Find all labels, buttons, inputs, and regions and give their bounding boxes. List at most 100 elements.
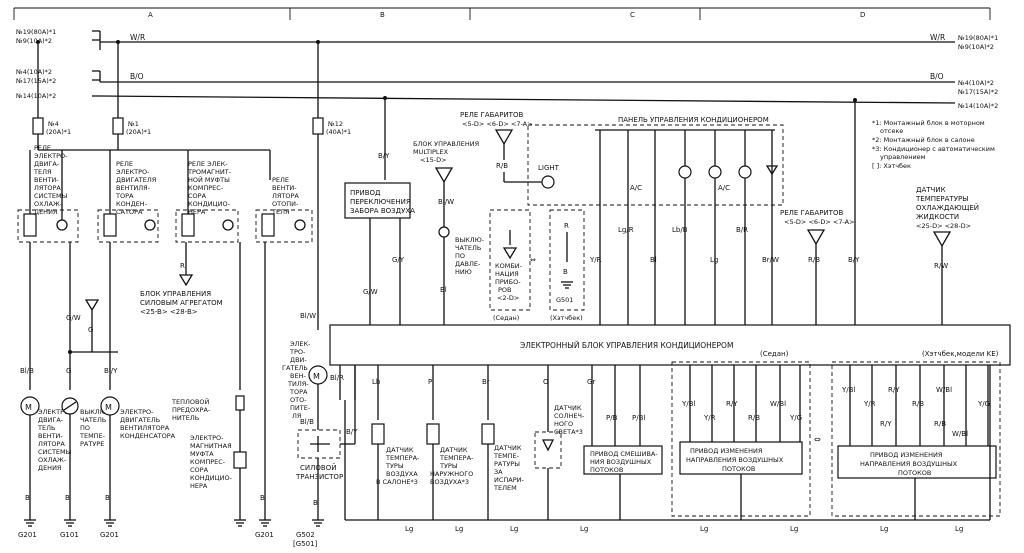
wire-label: P/B bbox=[606, 414, 618, 422]
wire-label: W/Bl bbox=[952, 430, 968, 438]
component-label: ГАТЕЛЬ bbox=[282, 364, 308, 372]
heater-fan-motor: Bl/W M ЭЛЕК- ТРО- ДВИ- ГАТЕЛЬ ВЕН- ТИЛЯ-… bbox=[282, 312, 328, 430]
wire-label: Bl/W bbox=[438, 198, 454, 206]
wire-label: R/B bbox=[748, 414, 760, 422]
wire-label: Lg/R bbox=[618, 226, 634, 234]
wire-label: R/B bbox=[496, 162, 508, 170]
fuse-label: №14(10A)*2 bbox=[15, 92, 56, 100]
component-label: ЖИДКОСТИ bbox=[916, 213, 959, 221]
motor-icon: M bbox=[313, 372, 320, 381]
fuse-label: №19(80A)*1 bbox=[15, 28, 56, 36]
fuse-label: №4 bbox=[47, 120, 59, 128]
ground-label: [G501] bbox=[293, 540, 318, 548]
component-label: КОМПРЕС- bbox=[188, 184, 224, 192]
component-label: ТЕМПЕ- bbox=[79, 432, 106, 440]
component-label: ПРЕДОХРА- bbox=[172, 406, 211, 414]
wire-label: Bl bbox=[440, 286, 447, 294]
component-label: <25-B> <28-B> bbox=[140, 308, 198, 316]
component-label: ЗАБОРА ВОЗДУХА bbox=[350, 207, 415, 215]
fuse-label: №12 bbox=[327, 120, 343, 128]
fuse-label: (20A)*1 bbox=[46, 128, 71, 136]
variant-label: (Седан) bbox=[760, 350, 789, 358]
component-label: ТОРА bbox=[115, 192, 134, 200]
condenser-fan-motor: M ЭЛЕКТРО- ДВИГАТЕЛЬ ВЕНТИЛЯТОРА КОНДЕНС… bbox=[100, 396, 176, 440]
multiplex-unit: БЛОК УПРАВЛЕНИЯ MULTIPLEX <15-D> Bl/W Bl… bbox=[413, 140, 485, 325]
wire-label: B/Y bbox=[346, 428, 358, 436]
component-label: ТРОМАГНИТ- bbox=[187, 168, 232, 176]
ground-icon bbox=[312, 519, 324, 527]
fuse-label: (20A)*1 bbox=[126, 128, 151, 136]
fuse-label: №4(10A)*2 bbox=[957, 79, 994, 87]
wire-label: R bbox=[564, 222, 569, 230]
component-label: РЕЛЕ bbox=[34, 144, 51, 152]
component-label: ДАТЧИК bbox=[440, 446, 468, 454]
wire-label: Br/W bbox=[762, 256, 779, 264]
component-label: ОТО- bbox=[290, 396, 307, 404]
wire-label: Bl/B bbox=[300, 418, 314, 426]
component-label: ТЕМПЕРА- bbox=[385, 454, 420, 462]
component-label: ЛЯ bbox=[292, 412, 301, 420]
fuse-40a: №12 (40A)*1 bbox=[312, 117, 351, 136]
zone-label-c: C bbox=[630, 11, 635, 19]
fuse-label: №17(15A)*2 bbox=[15, 77, 56, 85]
mode-actuator-sedan: (Седан) Y/Bl Y/R R/Y R/B W/Bl Y/G ПРИВОД… bbox=[671, 350, 811, 520]
component-label: ТЕЛЕМ bbox=[493, 484, 517, 492]
component-label: <2-D> bbox=[497, 294, 519, 302]
component-label: КОНДИЦИО- bbox=[190, 474, 233, 482]
component-label: СВЕТА*3 bbox=[554, 428, 583, 436]
wire-label: G/W bbox=[66, 314, 81, 322]
wire-label: Lg bbox=[580, 525, 588, 533]
component-label: НАПРАВЛЕНИЯ ВОЗДУШНЫХ bbox=[686, 456, 784, 464]
ground-icon bbox=[234, 519, 246, 527]
ecu-title: ЭЛЕКТРОННЫЙ БЛОК УПРАВЛЕНИЯ КОНДИЦИОНЕРО… bbox=[520, 341, 733, 350]
component-label: ТЕЛЯ bbox=[33, 168, 51, 176]
fuse-label: №9(10A)*2 bbox=[15, 37, 52, 45]
fuse-20a-b: №1 (20A)*1 bbox=[112, 117, 151, 136]
wire-label: B bbox=[65, 494, 70, 502]
variant-label: (Седан) bbox=[493, 314, 519, 322]
component-label: LIGHT bbox=[538, 164, 560, 172]
component-label: БЛОК УПРАВЛЕНИЯ bbox=[140, 290, 211, 298]
component-label: ТЕМПЕРАТУРЫ bbox=[915, 195, 968, 203]
component-label: ВЫКЛЮ- bbox=[80, 408, 110, 416]
component-label: ДАТЧИК bbox=[494, 444, 522, 452]
motor-icon: M bbox=[105, 403, 112, 412]
component-label: ДЕНИЯ bbox=[34, 208, 57, 216]
wire-label: B/R bbox=[736, 226, 748, 234]
component-label: БЛОК УПРАВЛЕНИЯ bbox=[413, 140, 479, 148]
component-label: НАРУЖНОГО bbox=[430, 470, 473, 478]
component-label: <15-D> bbox=[420, 156, 447, 164]
variant-label: (Хэтчбек) bbox=[550, 314, 583, 322]
wire-label: G/Y bbox=[392, 256, 405, 264]
component-label: ПОТОКОВ bbox=[590, 466, 623, 474]
component-label: ЛЯТОРА bbox=[272, 192, 299, 200]
component-label: КОНДИЦИО- bbox=[188, 200, 231, 208]
fuse-label: №14(10A)*2 bbox=[957, 102, 998, 110]
component-label: ВЕНТИ- bbox=[38, 432, 63, 440]
wire-label: Bl/R bbox=[330, 374, 344, 382]
component-label: НЕРА bbox=[190, 482, 208, 490]
component-label: КОМПРЕС- bbox=[190, 458, 226, 466]
ac-control-panel: ПАНЕЛЬ УПРАВЛЕНИЯ КОНДИЦИОНЕРОМ LIGHT A/… bbox=[527, 116, 784, 325]
mode-actuator-hatch: (Хэтчбек,модели KE) Y/Bl Y/R R/Y R/B W/B… bbox=[831, 350, 1001, 520]
fuse-label: №17(15A)*2 bbox=[957, 88, 998, 96]
component-label: СИЛОВЫМ АГРЕГАТОМ bbox=[140, 299, 223, 307]
component-label: ВЫКЛЮ- bbox=[455, 236, 485, 244]
wire-label: Lg bbox=[405, 525, 413, 533]
component-label: ВЕНТИЛЯ- bbox=[116, 184, 151, 192]
ground-icon bbox=[64, 519, 76, 527]
component-label: НОГО bbox=[554, 420, 573, 428]
component-label: ВОЗДУХА*3 bbox=[430, 478, 469, 486]
ground-label: G201 bbox=[255, 531, 274, 539]
panel-switches: A/C A/C bbox=[599, 130, 779, 325]
component-label: MULTIPLEX bbox=[413, 148, 449, 156]
zone-label-a: A bbox=[148, 11, 153, 19]
component-label: НАЦИЯ bbox=[495, 270, 519, 278]
wire-label: R/Y bbox=[880, 420, 892, 428]
component-label: РЕЛЕ bbox=[272, 176, 289, 184]
wire-label: Bl/W bbox=[300, 312, 316, 320]
ground-icon bbox=[104, 519, 116, 527]
wire-label: Y/G bbox=[977, 400, 990, 408]
component-label: ТЕПЛОВОЙ bbox=[171, 397, 210, 406]
